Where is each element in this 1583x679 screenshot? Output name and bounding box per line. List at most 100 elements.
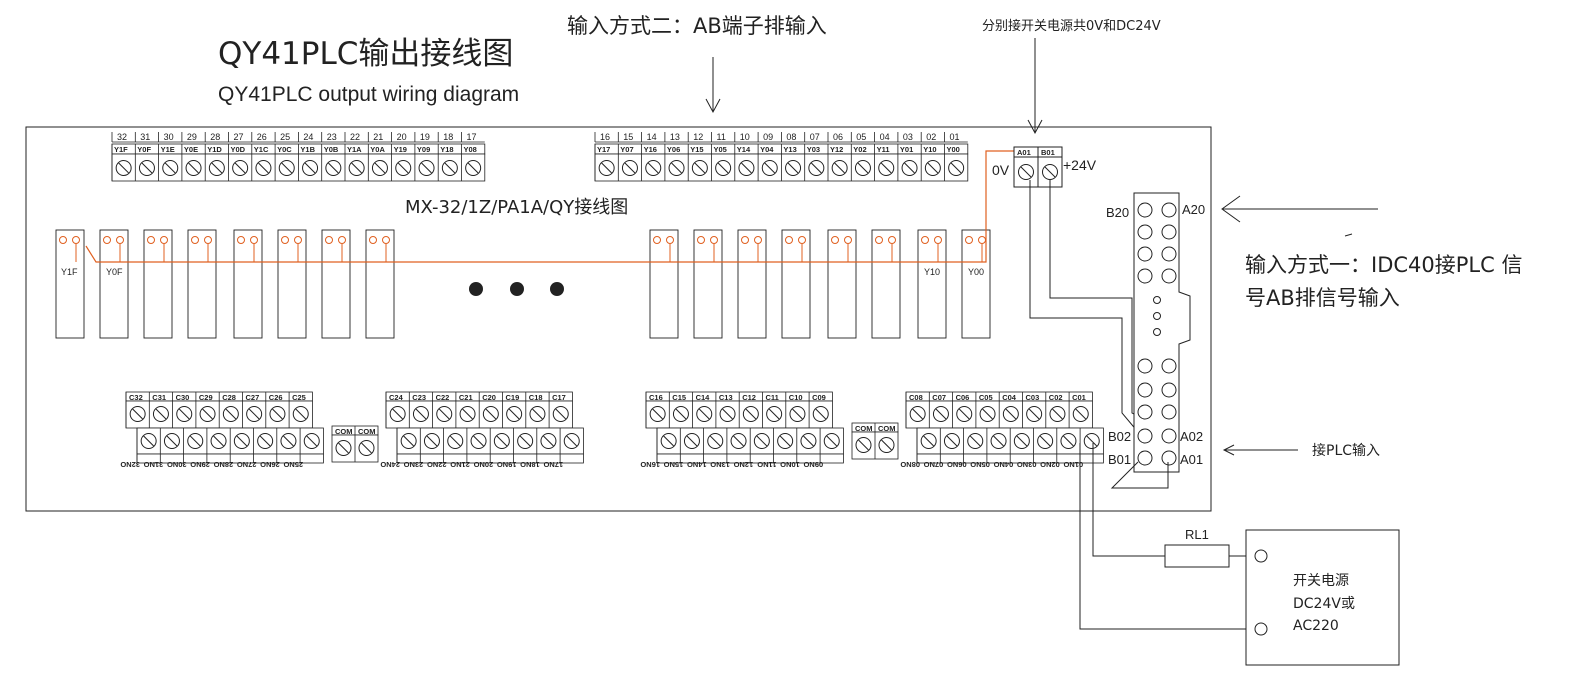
terminal-label: C18 (529, 393, 543, 402)
terminal-number: 30 (164, 132, 174, 142)
screw-icon (719, 406, 736, 422)
idc-pin (1137, 202, 1153, 218)
screw-icon (140, 433, 157, 449)
idc-label-b01: B01 (1108, 452, 1131, 467)
screw-icon (303, 433, 320, 449)
screw-icon (185, 160, 202, 176)
screw-icon (563, 433, 580, 449)
screw-icon (990, 433, 1007, 449)
terminal-number: 02 (926, 132, 936, 142)
screw-icon (423, 433, 440, 449)
screw-icon (823, 433, 840, 449)
idc40-connector (1133, 192, 1191, 473)
screw-icon (645, 160, 662, 176)
terminal-label: Y0D (231, 145, 246, 154)
terminal-label: Y12 (830, 145, 843, 154)
screw-icon (932, 406, 949, 422)
terminal-number: 16 (600, 132, 610, 142)
screw-icon (400, 433, 417, 449)
screw-icon (909, 406, 926, 422)
screw-icon (493, 433, 510, 449)
terminal-label: Y11 (877, 145, 890, 154)
terminal-label: Y18 (440, 145, 453, 154)
terminal-label: C16 (649, 393, 663, 402)
screw-icon (447, 433, 464, 449)
screw-icon (482, 406, 499, 422)
power-label-0v: 0V (992, 162, 1010, 178)
screw-icon (280, 433, 297, 449)
terminal-number: 17 (467, 132, 477, 142)
terminal-label: C21 (459, 393, 473, 402)
idc-pin (1161, 246, 1177, 262)
screw-icon (831, 160, 848, 176)
idc-pin (1137, 382, 1153, 398)
ellipsis-dot (469, 282, 483, 296)
terminal-label: Y1D (207, 145, 222, 154)
title-en: QY41PLC output wiring diagram (218, 83, 519, 106)
relay (99, 229, 129, 339)
terminal-number: 26 (257, 132, 267, 142)
idc-pin (1161, 382, 1177, 398)
terminal-label: 25NO (283, 460, 303, 469)
ellipsis-dot (550, 282, 564, 296)
screw-icon (1013, 433, 1030, 449)
terminal-label: Y1B (300, 145, 315, 154)
terminal-number: 10 (740, 132, 750, 142)
screw-icon (854, 160, 871, 176)
com-label: COM (335, 427, 353, 436)
screw-icon (129, 406, 146, 422)
screw-icon (257, 433, 274, 449)
terminal-number: 12 (693, 132, 703, 142)
relay-label-second: Y0F (106, 267, 123, 277)
idc-pin (1161, 358, 1177, 374)
terminal-label: 30NO (167, 460, 187, 469)
screw-icon (115, 160, 132, 176)
screw-icon (152, 406, 169, 422)
terminal-label: Y19 (394, 145, 407, 154)
terminal-number: 20 (397, 132, 407, 142)
idc-label-a20: A20 (1182, 202, 1205, 217)
terminal-label: 20NO (473, 460, 493, 469)
terminal-label: C15 (672, 393, 686, 402)
terminal-label: Y06 (667, 145, 680, 154)
terminal-label: C17 (552, 393, 566, 402)
screw-icon (232, 160, 249, 176)
terminal-label: Y13 (783, 145, 796, 154)
relay (871, 229, 901, 339)
power-label-24v: +24V (1063, 157, 1097, 173)
screw-icon (691, 160, 708, 176)
terminal-label: Y14 (737, 145, 751, 154)
psu-line2: DC24V或 (1293, 596, 1355, 612)
screw-icon (199, 406, 216, 422)
terminal-label: 17NO (543, 460, 563, 469)
terminal-label: 29NO (190, 460, 210, 469)
idc-pin (1137, 358, 1153, 374)
terminal-label: 09NO (803, 460, 823, 469)
terminal-label: C14 (696, 393, 711, 402)
relay (737, 229, 767, 339)
terminal-number: 04 (880, 132, 890, 142)
screw-icon (418, 160, 435, 176)
terminal-label: C12 (742, 393, 756, 402)
terminal-label: Y0A (370, 145, 385, 154)
screw-icon (683, 433, 700, 449)
terminal-label: C07 (932, 393, 946, 402)
terminal-label: Y10 (923, 145, 936, 154)
screw-icon (777, 433, 794, 449)
terminal-label: C01 (1072, 393, 1086, 402)
terminal-label: C24 (389, 393, 404, 402)
plc-input-label: 接PLC输入 (1312, 442, 1380, 459)
terminal-label: 31NO (144, 460, 164, 469)
screw-icon (138, 160, 155, 176)
terminal-label: C30 (176, 393, 190, 402)
idc-pin (1153, 328, 1161, 336)
screw-icon (753, 433, 770, 449)
screw-icon (412, 406, 429, 422)
screw-icon (800, 433, 817, 449)
terminal-label: Y09 (417, 145, 430, 154)
terminal-label: Y04 (760, 145, 774, 154)
screw-icon (552, 406, 569, 422)
